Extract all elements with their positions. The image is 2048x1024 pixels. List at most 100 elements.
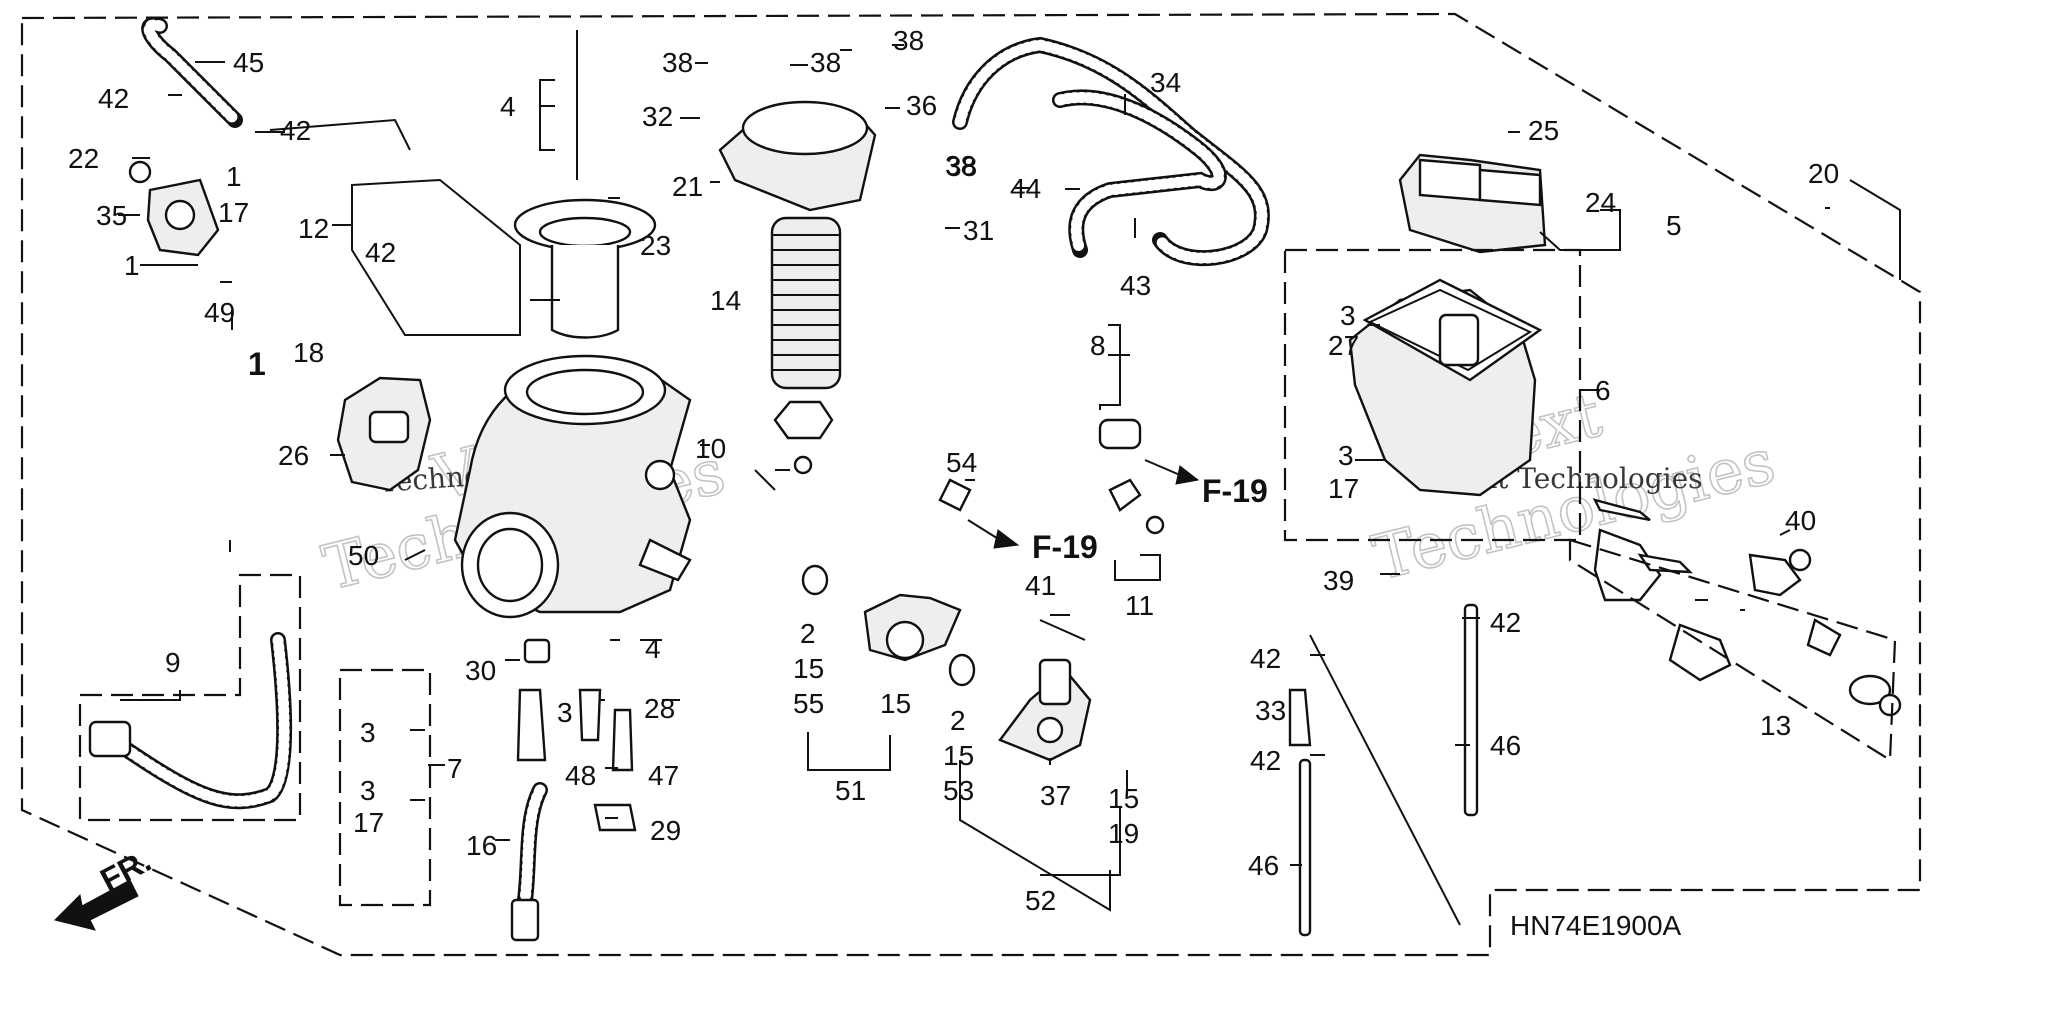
callout-48: 48 — [565, 760, 596, 791]
callout-41: 41 — [1025, 570, 1056, 601]
callout-3-d: 3 — [360, 717, 376, 748]
callout-3-c: 3 — [557, 697, 573, 728]
callout-20: 20 — [1808, 158, 1839, 189]
callouts: 45 42 42 22 35 1 17 1 49 1 12 42 4 23 38… — [68, 25, 1839, 916]
callout-26: 26 — [278, 440, 309, 471]
pump-cover-35 — [128, 160, 220, 257]
sensor-37 — [998, 658, 1092, 762]
box-float — [1283, 248, 1582, 542]
callout-54: 54 — [946, 447, 977, 478]
callout-15-d: 15 — [1108, 783, 1139, 814]
callout-15-a: 15 — [793, 653, 824, 684]
callout-8: 8 — [1090, 330, 1106, 361]
needle-holder-10 — [773, 400, 834, 475]
callout-42-f: 42 — [1250, 745, 1281, 776]
callout-15-b: 15 — [880, 688, 911, 719]
callout-52: 52 — [1025, 885, 1056, 916]
callout-11: 11 — [1125, 590, 1154, 621]
callout-4-a: 4 — [500, 91, 516, 122]
ref-f19-a: F-19 — [1144, 459, 1268, 509]
callout-1-c: 1 — [248, 346, 266, 382]
top-cover-21 — [718, 100, 877, 212]
callout-50: 50 — [348, 540, 379, 571]
callout-25: 25 — [1528, 115, 1559, 146]
callout-30: 30 — [465, 655, 496, 686]
callout-19: 19 — [1108, 818, 1139, 849]
callout-38-e: 38 — [946, 151, 977, 182]
callout-4-b: 4 — [645, 633, 661, 664]
callout-1-a: 1 — [226, 161, 242, 192]
callout-31: 31 — [963, 215, 994, 246]
callout-55: 55 — [793, 688, 824, 719]
hose-45 — [141, 17, 243, 128]
callout-17-a: 17 — [218, 197, 249, 228]
callout-49: 49 — [204, 297, 235, 328]
callout-27: 27 — [1328, 330, 1359, 361]
front-arrow-icon: FR. — [54, 842, 157, 931]
callout-38-a: 38 — [662, 47, 693, 78]
callout-24: 24 — [1585, 187, 1616, 218]
spring-14 — [770, 216, 842, 390]
callout-45: 45 — [233, 47, 264, 78]
callout-34: 34 — [1150, 67, 1181, 98]
small-parts — [516, 418, 1842, 937]
hose-9 — [88, 632, 293, 810]
callout-38-d: 38 — [945, 150, 976, 181]
callout-47: 47 — [648, 760, 679, 791]
callout-42-b: 42 — [280, 115, 311, 146]
callout-9: 9 — [165, 647, 181, 678]
cover-5 — [1398, 153, 1547, 254]
callout-23: 23 — [640, 230, 671, 261]
float-bowl-6 — [1348, 278, 1543, 497]
callout-3-e: 3 — [360, 775, 376, 806]
callout-39: 39 — [1323, 565, 1354, 596]
callout-51: 51 — [835, 775, 866, 806]
callout-28: 28 — [644, 693, 675, 724]
callout-2-b: 2 — [950, 705, 966, 736]
svg-text:F-19: F-19 — [1032, 529, 1098, 565]
callout-53: 53 — [943, 775, 974, 806]
callout-12: 12 — [298, 213, 329, 244]
callout-10: 10 — [695, 433, 726, 464]
callout-17-c: 17 — [353, 807, 384, 838]
callout-15-c: 15 — [943, 740, 974, 771]
diaphragm-23 — [513, 30, 657, 339]
callout-22: 22 — [68, 143, 99, 174]
svg-text:F-19: F-19 — [1202, 473, 1268, 509]
callout-46-a: 46 — [1490, 730, 1521, 761]
ref-f19-b: F-19 — [967, 519, 1098, 565]
callout-29: 29 — [650, 815, 681, 846]
callout-37: 37 — [1040, 780, 1071, 811]
carburetor-body — [453, 354, 692, 619]
box-13 — [1568, 538, 1897, 762]
callout-21: 21 — [672, 171, 703, 202]
callout-13: 13 — [1760, 710, 1791, 741]
callout-2-a: 2 — [800, 618, 816, 649]
callout-14: 14 — [710, 285, 741, 316]
callout-32: 32 — [642, 101, 673, 132]
mixture-screw-13 — [1592, 498, 1902, 717]
box-12 — [351, 178, 521, 336]
callout-33: 33 — [1255, 695, 1286, 726]
callout-42-c: 42 — [365, 237, 396, 268]
box-7 — [338, 668, 432, 907]
svg-text:FR.: FR. — [94, 842, 156, 898]
callout-16: 16 — [466, 830, 497, 861]
callout-17-b: 17 — [1328, 473, 1359, 504]
callout-6: 6 — [1595, 375, 1611, 406]
callout-7: 7 — [447, 753, 463, 784]
diagonal-lead — [1309, 634, 1461, 926]
callout-40: 40 — [1785, 505, 1816, 536]
callout-38-c: 38 — [893, 25, 924, 56]
callout-36: 36 — [906, 90, 937, 121]
callout-42-d: 42 — [1490, 607, 1521, 638]
hose-34 — [952, 36, 1270, 267]
callout-5: 5 — [1666, 210, 1682, 241]
hose-16 — [510, 782, 548, 942]
callout-18: 18 — [293, 337, 324, 368]
box-9 — [78, 573, 302, 822]
leader-lines — [118, 44, 1901, 912]
callout-43: 43 — [1120, 270, 1151, 301]
bracket-51 — [801, 564, 976, 687]
